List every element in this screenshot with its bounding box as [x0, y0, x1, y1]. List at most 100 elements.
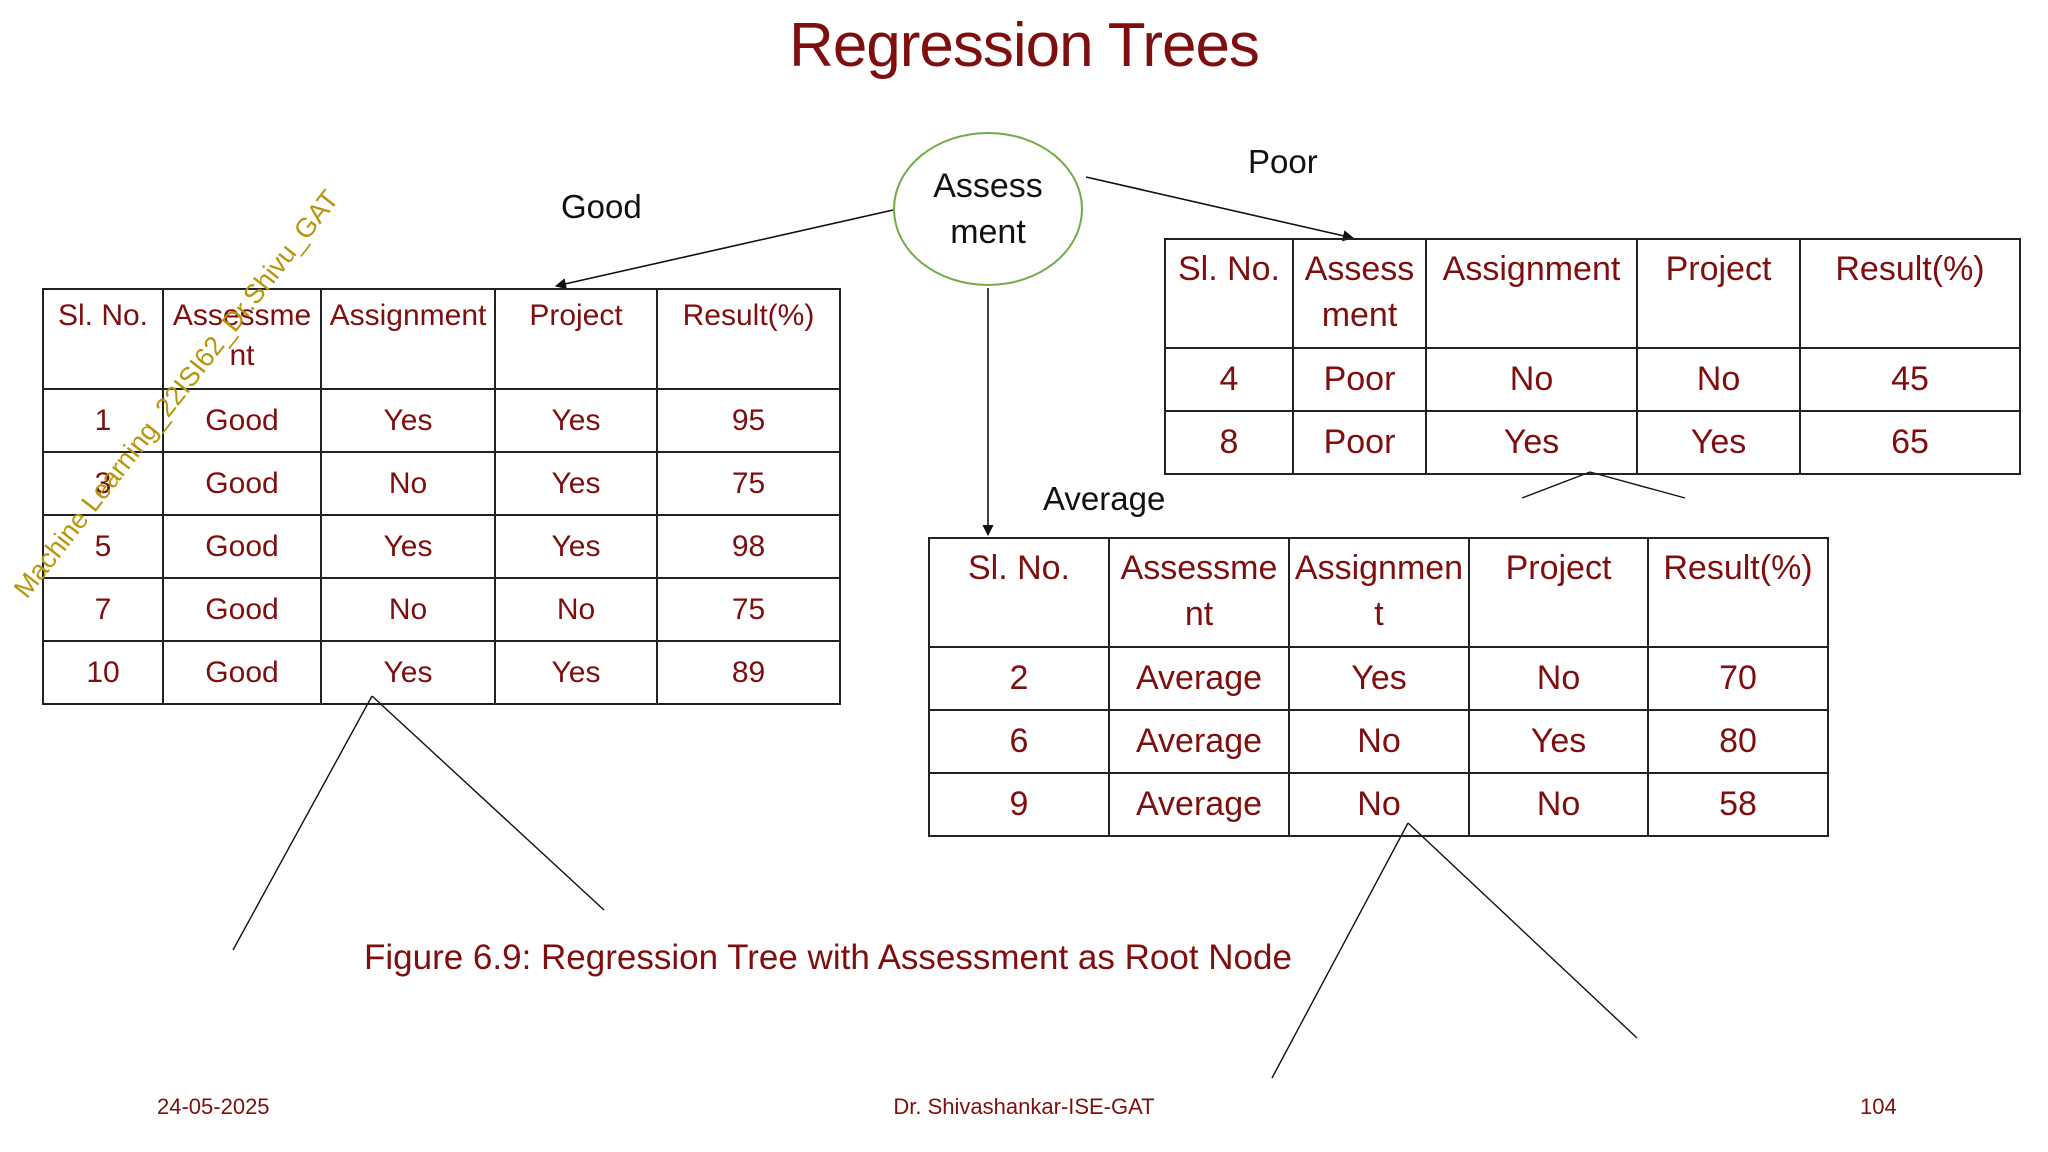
- table-cell: 7: [42, 577, 164, 642]
- column-header: Assignment: [1288, 537, 1470, 648]
- table-cell: No: [1288, 772, 1470, 837]
- table-cell: 45: [1799, 347, 2021, 412]
- table-cell: Average: [1108, 646, 1290, 711]
- footer-author: Dr. Shivashankar-ISE-GAT: [893, 1094, 1155, 1119]
- table-cell: 80: [1647, 709, 1829, 774]
- root-node: Assessment: [893, 132, 1083, 286]
- table-cell: 10: [42, 640, 164, 705]
- table-cell: 1: [42, 388, 164, 453]
- figure-caption: Figure 6.9: Regression Tree with Assessm…: [364, 938, 1292, 977]
- table-cell: No: [320, 451, 496, 516]
- table-cell: 2: [928, 646, 1110, 711]
- table-cell: Yes: [1288, 646, 1470, 711]
- table-cell: Yes: [494, 451, 658, 516]
- column-header: Project: [1468, 537, 1649, 648]
- table-cell: 9: [928, 772, 1110, 837]
- table-cell: 95: [656, 388, 841, 453]
- table-cell: 70: [1647, 646, 1829, 711]
- column-header: Project: [1636, 238, 1801, 349]
- column-header: Assignment: [320, 288, 496, 390]
- table-cell: Good: [162, 640, 322, 705]
- table-cell: Good: [162, 388, 322, 453]
- column-header: Result(%): [1799, 238, 2021, 349]
- root-node-label: Assessment: [933, 167, 1043, 251]
- table-cell: Yes: [494, 640, 658, 705]
- column-header: Sl. No.: [928, 537, 1110, 648]
- footer-page-number: 104: [1860, 1094, 1897, 1119]
- split-average-right: [1407, 822, 1638, 1039]
- table-cell: 3: [42, 451, 164, 516]
- table-cell: Good: [162, 514, 322, 579]
- table-cell: 75: [656, 577, 841, 642]
- table-cell: No: [494, 577, 658, 642]
- column-header: Result(%): [1647, 537, 1829, 648]
- column-header: Project: [494, 288, 658, 390]
- split-average-left: [1271, 822, 1409, 1079]
- branch-label-good: Good: [561, 188, 642, 225]
- table-cell: 89: [656, 640, 841, 705]
- table-cell: 6: [928, 709, 1110, 774]
- table-cell: Average: [1108, 772, 1290, 837]
- column-header: Assessment: [162, 288, 322, 390]
- split-good-left: [232, 695, 373, 951]
- split-good-right: [371, 695, 605, 911]
- column-header: Assignment: [1425, 238, 1638, 349]
- table-cell: Poor: [1292, 347, 1427, 412]
- table-cell: No: [1425, 347, 1638, 412]
- table-cell: Yes: [1636, 410, 1801, 475]
- table-cell: Good: [162, 577, 322, 642]
- table-cell: Yes: [320, 514, 496, 579]
- table-cell: No: [1468, 772, 1649, 837]
- table-cell: 65: [1799, 410, 2021, 475]
- column-header: Assessment: [1108, 537, 1290, 648]
- column-header: Sl. No.: [42, 288, 164, 390]
- slide-title: Regression Trees: [789, 11, 1260, 80]
- table-cell: 8: [1164, 410, 1294, 475]
- table-cell: 4: [1164, 347, 1294, 412]
- table-cell: Yes: [494, 388, 658, 453]
- table-cell: No: [320, 577, 496, 642]
- table-cell: 75: [656, 451, 841, 516]
- table-cell: No: [1288, 709, 1470, 774]
- branch-label-poor: Poor: [1248, 143, 1318, 180]
- table-cell: 98: [656, 514, 841, 579]
- table-cell: No: [1468, 646, 1649, 711]
- column-header: Assessment: [1292, 238, 1427, 349]
- table-cell: Average: [1108, 709, 1290, 774]
- table-cell: Good: [162, 451, 322, 516]
- table-cell: No: [1636, 347, 1801, 412]
- table-cell: Yes: [320, 388, 496, 453]
- table-cell: Yes: [1425, 410, 1638, 475]
- edge-good: [554, 209, 894, 290]
- table-cell: Yes: [1468, 709, 1649, 774]
- edge-poor: [1085, 176, 1355, 242]
- branch-label-average: Average: [1043, 480, 1166, 517]
- table-cell: Yes: [320, 640, 496, 705]
- table-cell: Poor: [1292, 410, 1427, 475]
- column-header: Result(%): [656, 288, 841, 390]
- column-header: Sl. No.: [1164, 238, 1294, 349]
- table-cell: 58: [1647, 772, 1829, 837]
- table-cell: 5: [42, 514, 164, 579]
- split-poor-right: [1589, 471, 1686, 499]
